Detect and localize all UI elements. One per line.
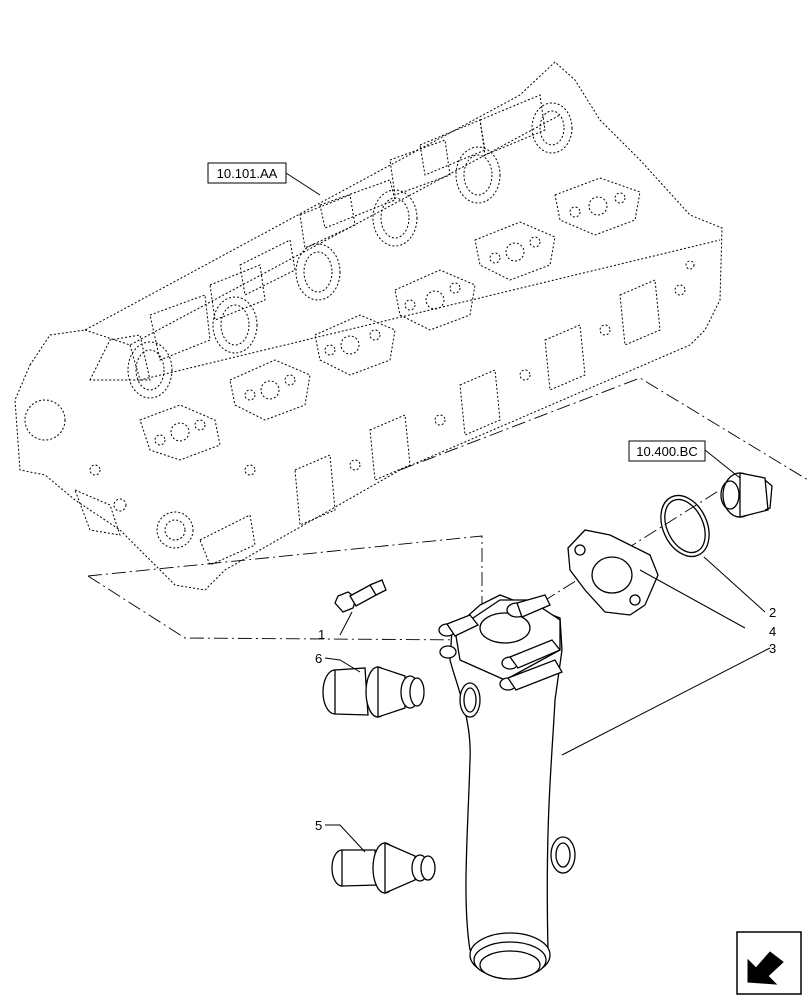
ref-label-cylinder-head: 10.101.AA [217,166,278,181]
callout-labels: 1 2 3 4 5 6 [315,605,776,833]
callout-6: 6 [315,651,322,666]
callout-5: 5 [315,818,322,833]
callout-3: 3 [769,641,776,656]
ref-label-thermostat: 10.400.BC [636,444,697,459]
ref-box-cylinder-head[interactable]: 10.101.AA [207,162,321,196]
part-5-hose-fitting [325,824,436,894]
callout-2: 2 [769,605,776,620]
callout-1: 1 [318,627,325,642]
part-4-gasket [567,529,746,629]
callout-4: 4 [769,624,776,639]
ref-box-thermostat[interactable]: 10.400.BC [628,440,706,462]
cylinder-head-phantom [14,61,723,591]
part-3-outlet-pipe [438,594,771,980]
thermostat-part [704,449,773,518]
part-2-o-ring [660,494,766,613]
next-page-arrow-icon[interactable] [736,931,802,995]
flange-bosses [438,594,563,691]
part-6-hose-fitting [322,657,425,718]
part-1-bolt [334,579,387,636]
